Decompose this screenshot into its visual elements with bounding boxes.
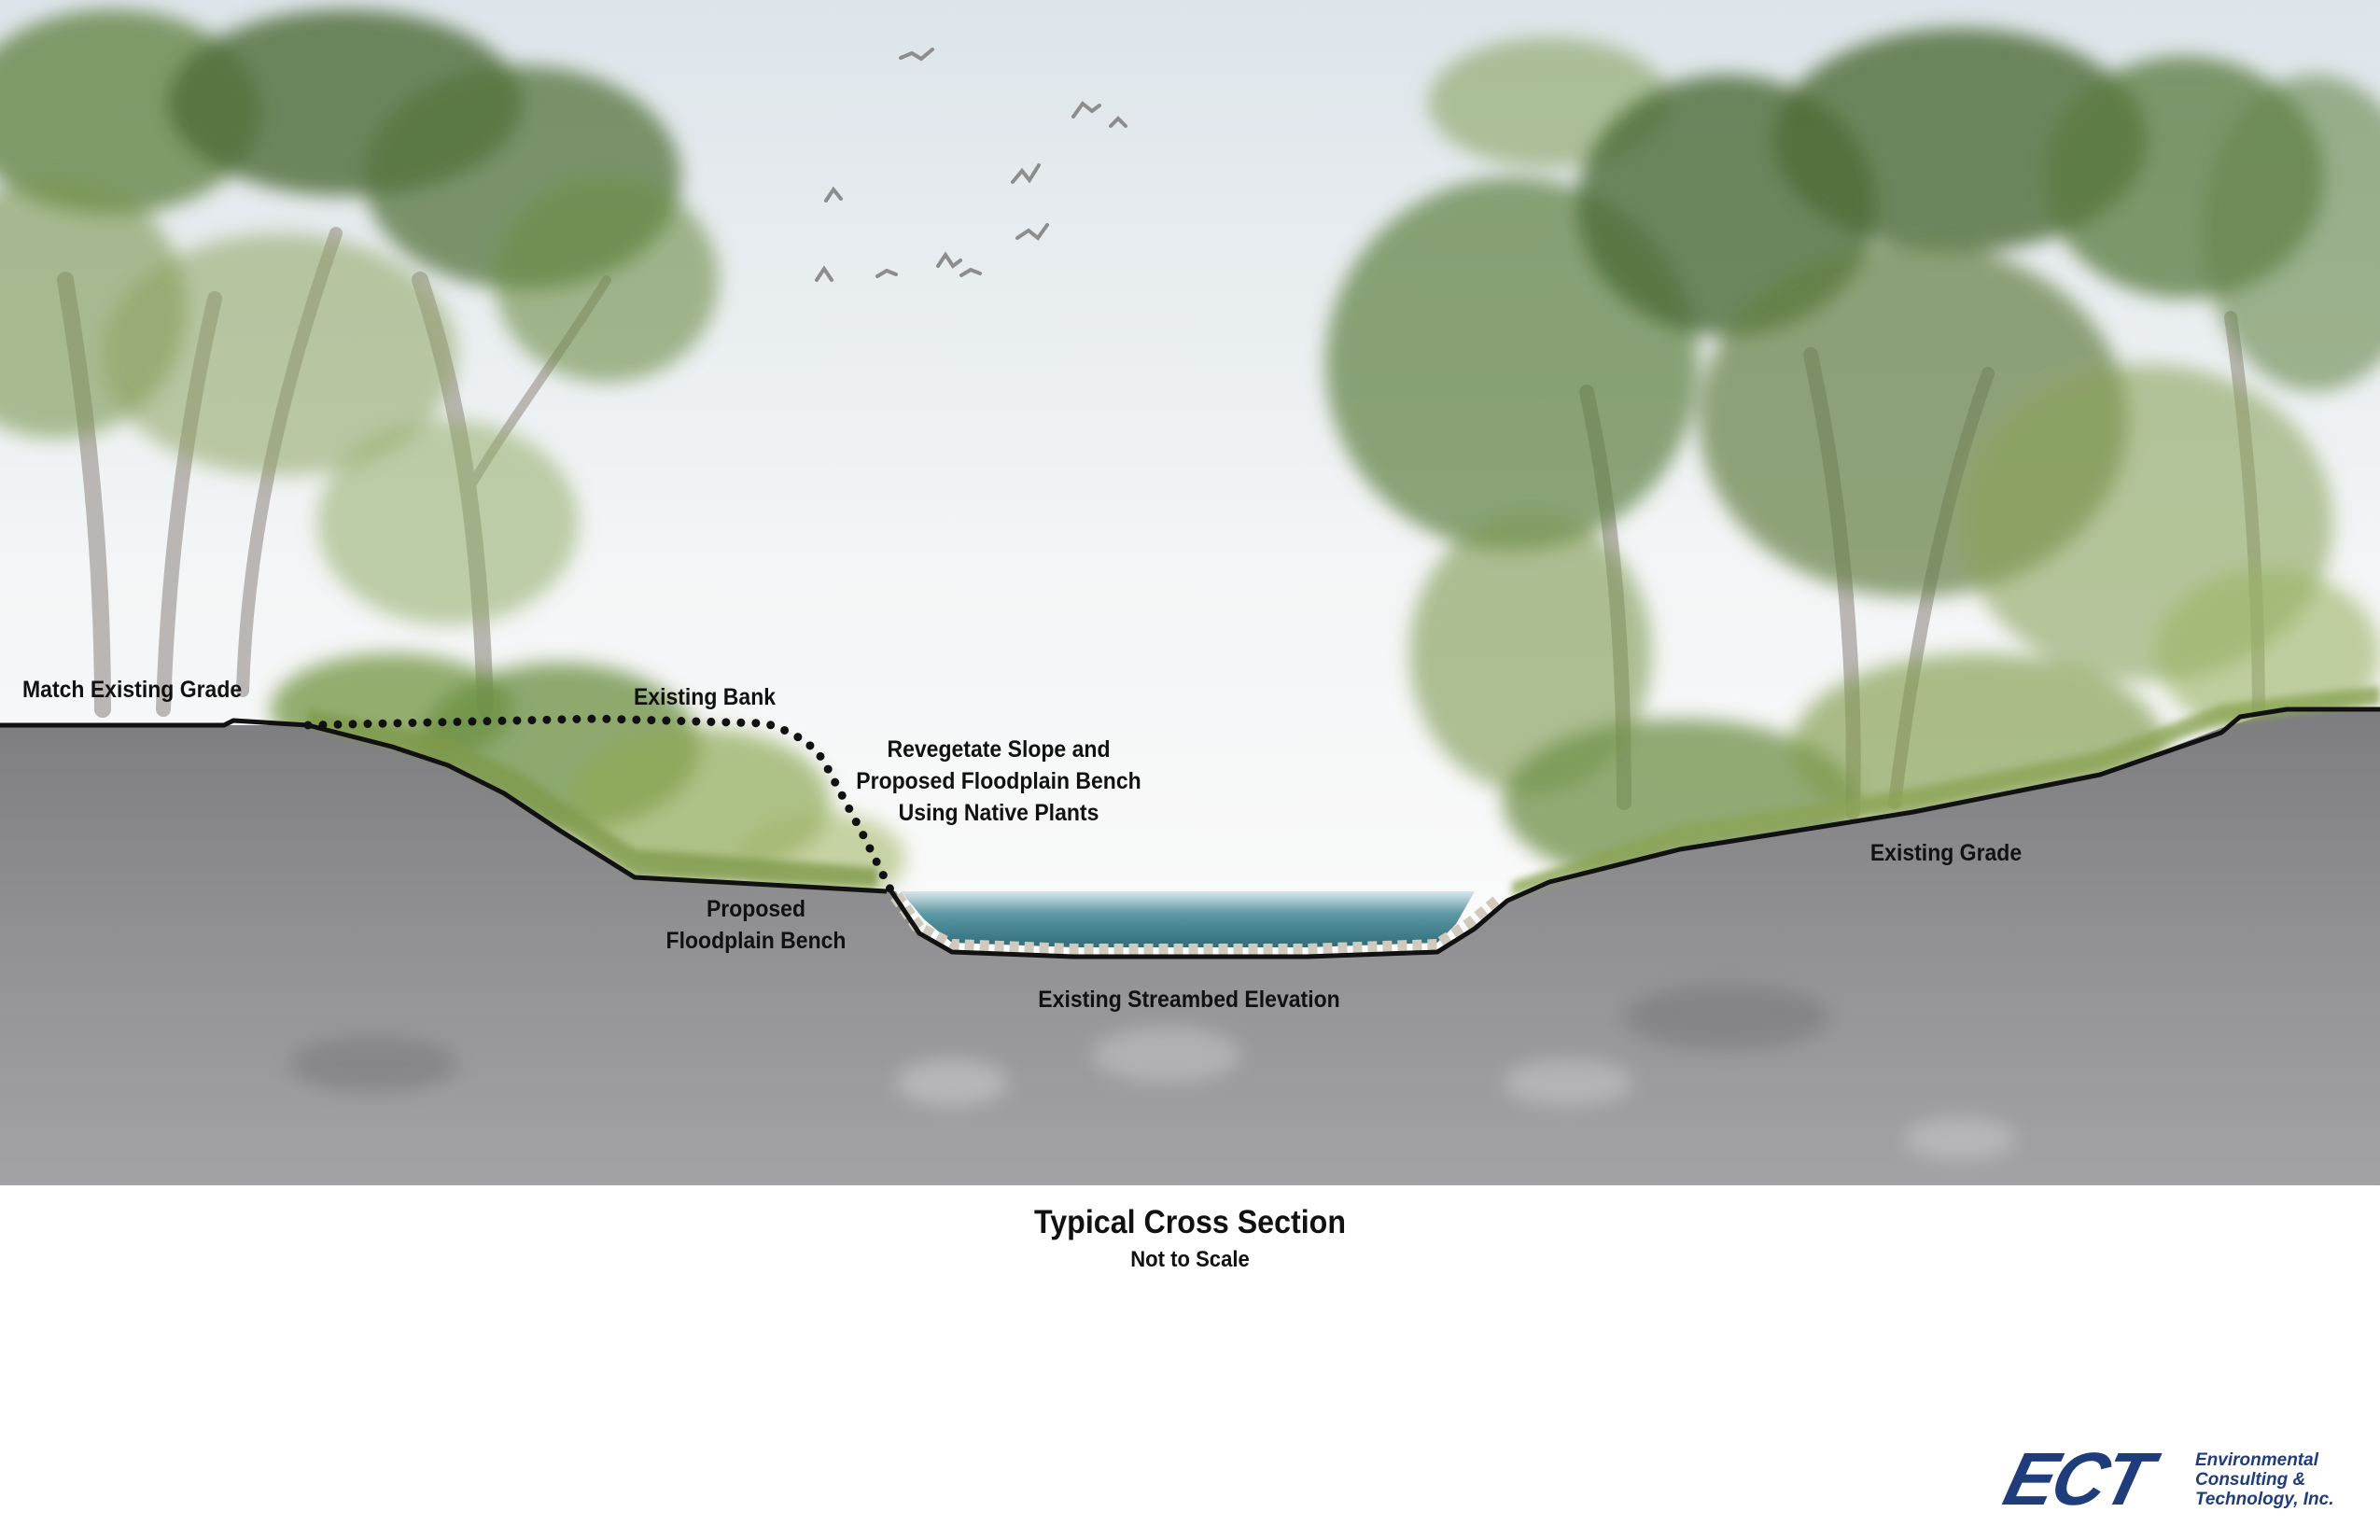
label-existing-streambed-elevation: Existing Streambed Elevation [1038, 987, 1340, 1013]
label-revegetate: Revegetate Slope and Proposed Floodplain… [844, 734, 1153, 829]
ect-logo-text: Environmental Consulting & Technology, I… [2195, 1450, 2334, 1509]
ect-logo-line-3: Technology, Inc. [2195, 1490, 2334, 1509]
ground [0, 709, 2380, 1185]
caption: Typical Cross Section Not to Scale [0, 1204, 2380, 1273]
label-existing-grade: Existing Grade [1869, 840, 2023, 866]
left-foliage [0, 9, 905, 905]
label-proposed-line-2: Floodplain Bench [665, 928, 847, 954]
label-revegetate-line-3: Using Native Plants [898, 800, 1099, 826]
caption-title: Typical Cross Section [1033, 1204, 1347, 1240]
caption-subtitle: Not to Scale [1130, 1247, 1250, 1272]
birds [815, 48, 1127, 282]
ect-logo-mark: ECT [1996, 1437, 2159, 1520]
ect-logo-line-1: Environmental [2195, 1450, 2318, 1470]
label-proposed-floodplain-bench: Proposed Floodplain Bench [644, 893, 867, 957]
label-revegetate-line-2: Proposed Floodplain Bench [856, 768, 1141, 794]
riprap-stones [890, 891, 1503, 957]
cross-section-illustration [0, 0, 2380, 1185]
stream-water [901, 891, 1475, 947]
ect-logo: ECT Environmental Consulting & Technolog… [1996, 1437, 2361, 1520]
ect-logo-line-2: Consulting & [2195, 1470, 2306, 1490]
label-proposed-line-1: Proposed [706, 896, 806, 922]
label-revegetate-line-1: Revegetate Slope and [887, 736, 1111, 763]
grass [308, 686, 2380, 896]
label-match-existing-grade: Match Existing Grade [22, 677, 243, 703]
label-existing-bank: Existing Bank [633, 684, 777, 710]
ground-texture [289, 985, 2016, 1159]
existing-grade-line [0, 707, 2380, 959]
